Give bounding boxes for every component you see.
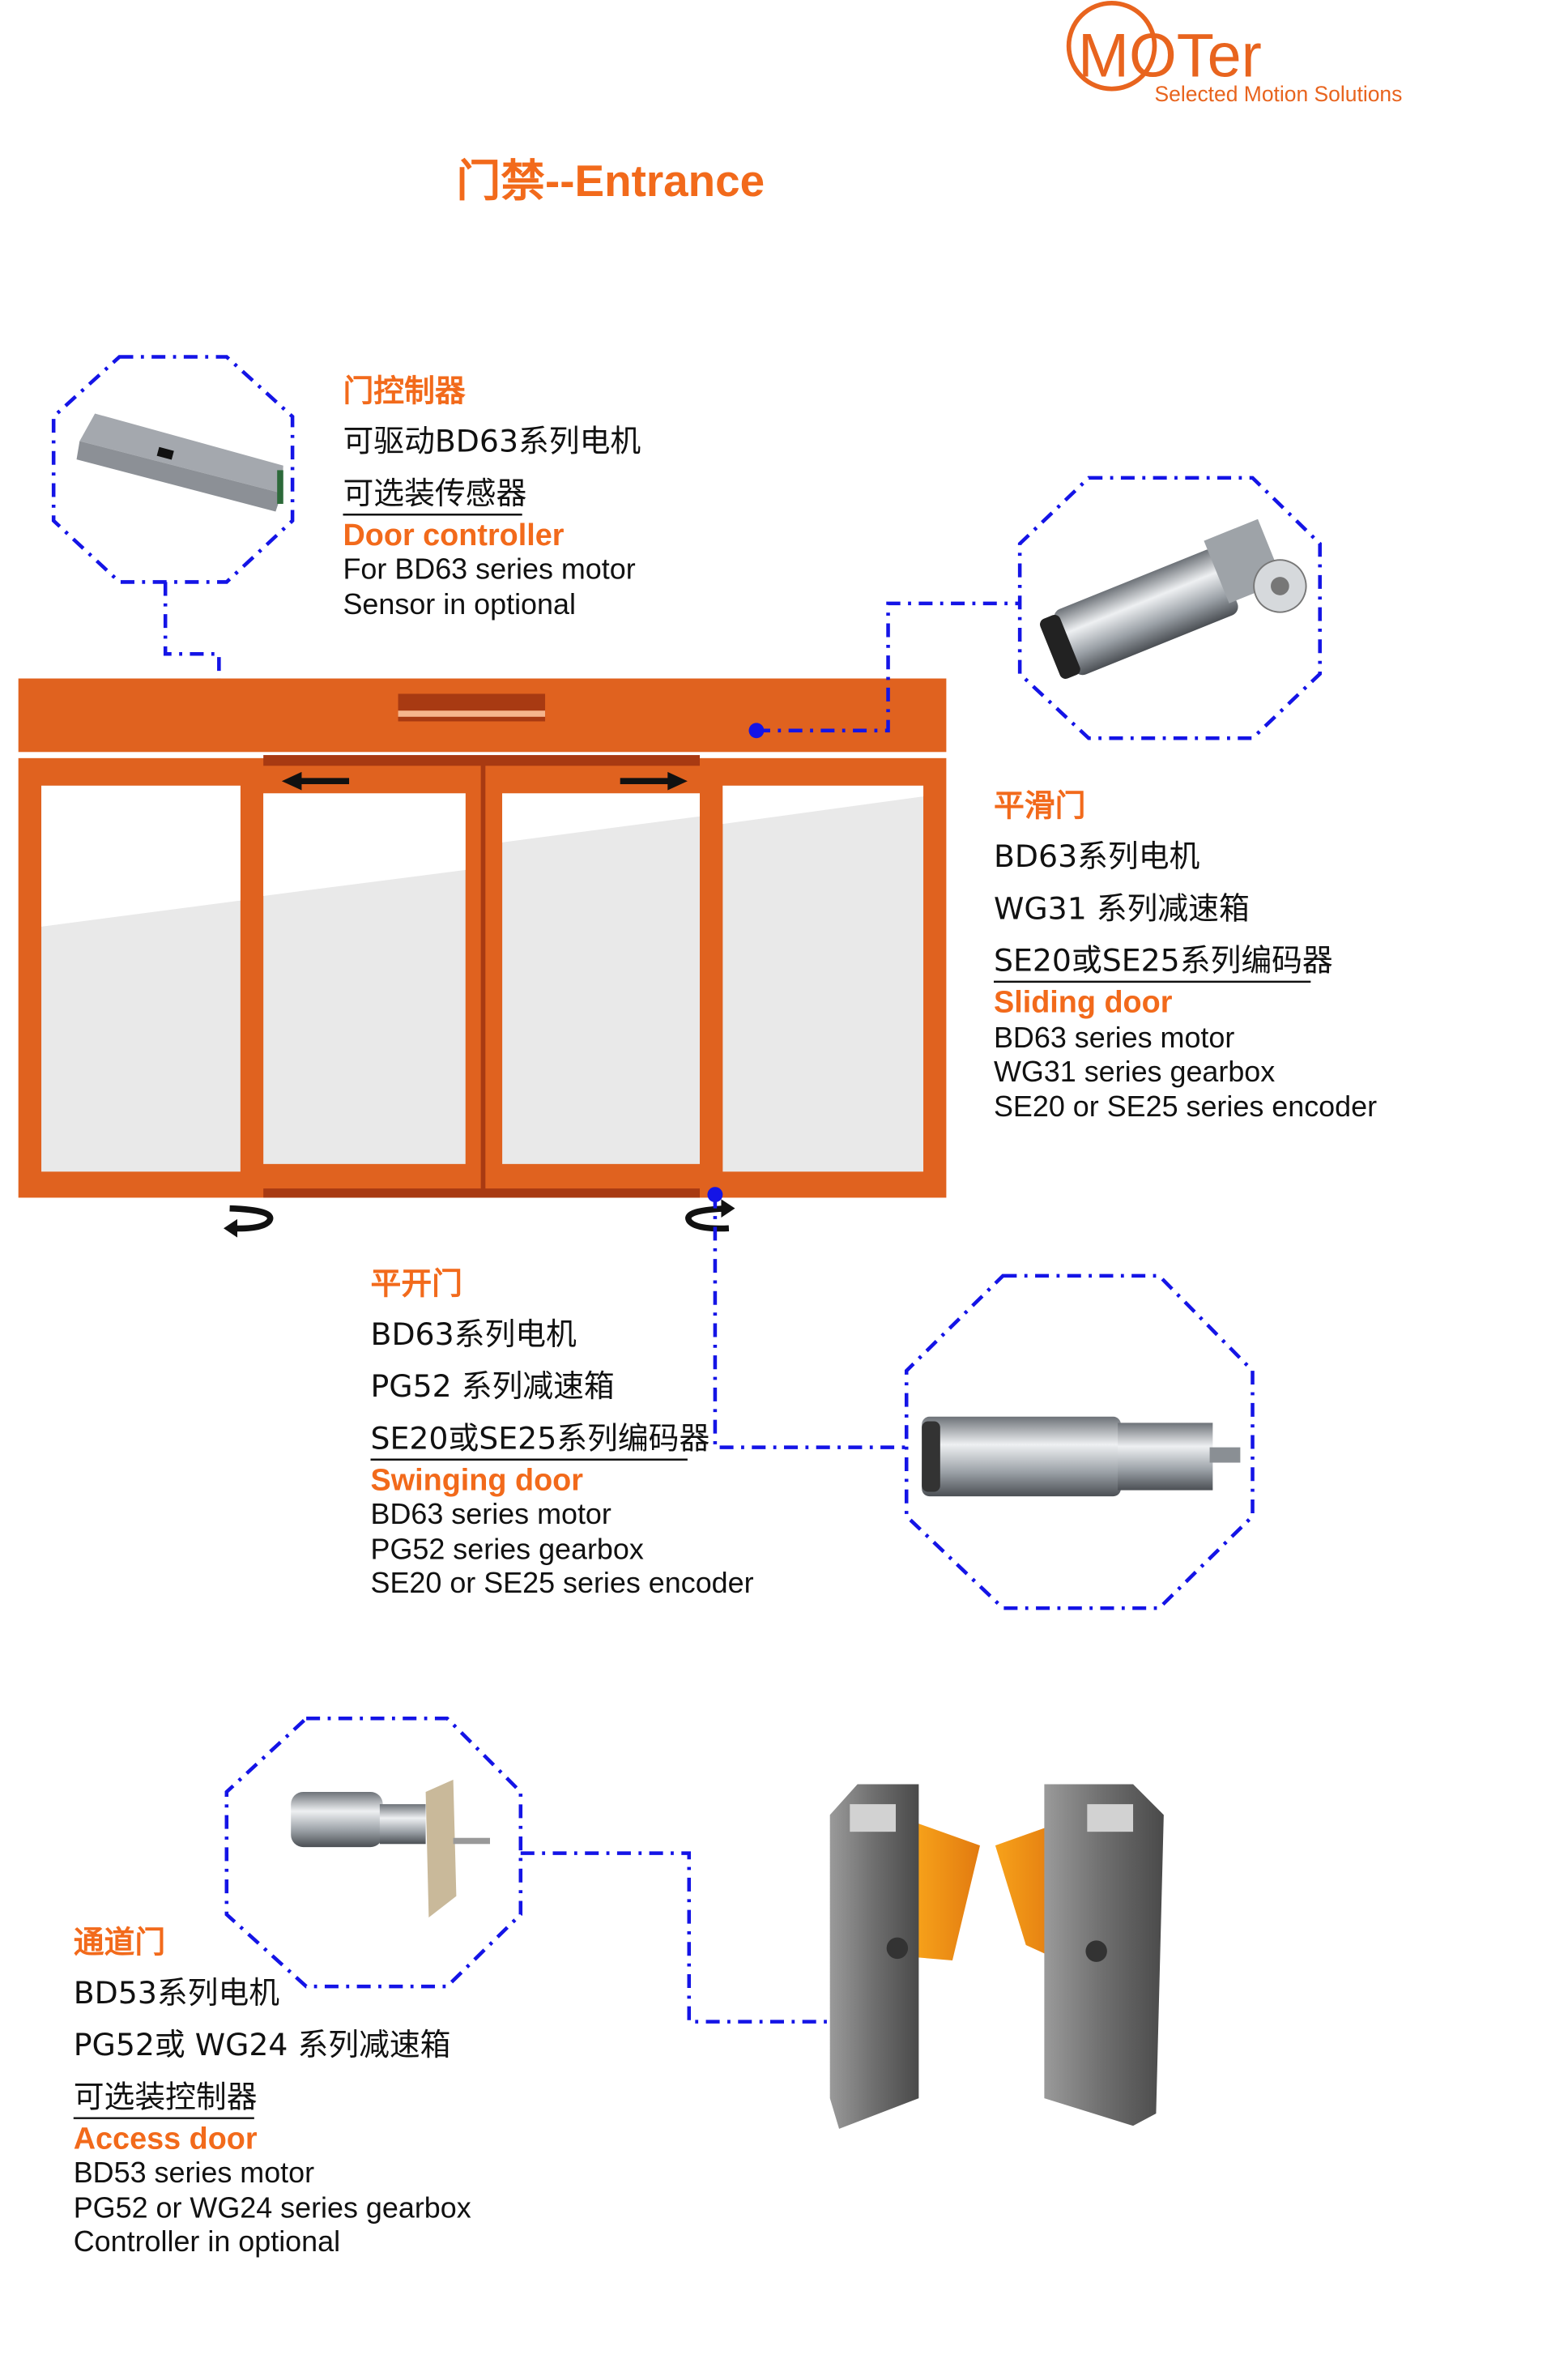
access-door-text: 通道门 BD53系列电机 PG52或 WG24 系列减速箱 可选装控制器 Acc…	[74, 1926, 471, 2259]
en-line: WG31 series gearbox	[994, 1055, 1275, 1088]
cn-line: SE20或SE25系列编码器	[371, 1421, 710, 1457]
en-line: BD53 series motor	[74, 2156, 314, 2189]
access-motor-image	[291, 1779, 490, 1918]
cn-line: BD63系列电机	[371, 1316, 577, 1352]
glass-panel	[722, 785, 924, 1172]
cn-line: 可驱动BD63系列电机	[343, 424, 641, 459]
controller-connector	[163, 582, 221, 723]
swinging-motor-callout	[904, 1273, 1255, 1610]
glass-panel	[41, 785, 241, 1172]
arrow-right-icon	[620, 771, 688, 791]
connector-dot	[748, 723, 765, 739]
cn-line: BD53系列电机	[74, 1975, 279, 2011]
sliding-connector	[756, 601, 1020, 733]
cn-title: 平开门	[371, 1268, 462, 1302]
cn-line: WG31 系列减速箱	[994, 890, 1250, 926]
sliding-motor-image	[1040, 518, 1307, 679]
page-title: 门禁--Entrance	[456, 156, 765, 206]
swinging-connector	[713, 1194, 907, 1449]
en-title: Sliding door	[994, 986, 1173, 1020]
arrow-left-icon	[281, 771, 350, 791]
cn-line: SE20或SE25系列编码器	[994, 943, 1333, 979]
en-line: SE20 or SE25 series encoder	[371, 1566, 754, 1599]
cn-line: 可选装传感器	[343, 476, 526, 511]
glass-panel	[502, 793, 701, 1164]
cn-title: 门控制器	[343, 374, 465, 408]
glass-panel	[263, 793, 466, 1164]
turnstile-illustration	[829, 1784, 1164, 2129]
sliding-motor-callout	[1017, 476, 1322, 740]
en-line: BD63 series motor	[994, 1021, 1234, 1054]
en-line: Controller in optional	[74, 2225, 340, 2258]
en-title: Door controller	[343, 518, 564, 552]
logo-brand: MOTer	[1078, 23, 1262, 91]
door-controller-text: 门控制器 可驱动BD63系列电机 可选装传感器 Door controller …	[343, 374, 641, 621]
sliding-door-text: 平滑门 BD63系列电机 WG31 系列减速箱 SE20或SE25系列编码器 S…	[993, 790, 1377, 1123]
sliding-door-illustration	[18, 678, 947, 1238]
rotate-arrow-icon	[685, 1205, 730, 1232]
access-motor-callout	[224, 1716, 523, 1989]
cn-title: 通道门	[74, 1926, 165, 1960]
connector-dot	[707, 1187, 723, 1203]
en-title: Swinging door	[371, 1464, 584, 1498]
cn-title: 平滑门	[994, 790, 1085, 824]
cn-line: 可选装控制器	[74, 2079, 258, 2114]
cn-line: PG52或 WG24 系列减速箱	[74, 2027, 451, 2062]
rotate-arrow-icon	[229, 1205, 274, 1232]
cn-line: BD63系列电机	[994, 838, 1199, 874]
door-controller-callout	[51, 355, 295, 584]
access-connector	[520, 1851, 858, 2024]
en-line: BD63 series motor	[371, 1497, 611, 1530]
en-line: PG52 or WG24 series gearbox	[74, 2191, 471, 2225]
swinging-door-text: 平开门 BD63系列电机 PG52 系列减速箱 SE20或SE25系列编码器 S…	[371, 1268, 754, 1600]
moter-logo: MOTer Selected Motion Solutions	[1066, 0, 1403, 106]
en-line: SE20 or SE25 series encoder	[994, 1090, 1377, 1123]
swinging-motor-image	[922, 1416, 1241, 1497]
logo-tagline: Selected Motion Solutions	[1155, 82, 1403, 106]
en-line: PG52 series gearbox	[371, 1533, 644, 1566]
en-line: Sensor in optional	[343, 587, 575, 621]
cn-line: PG52 系列减速箱	[371, 1368, 615, 1404]
en-title: Access door	[74, 2122, 258, 2156]
en-line: For BD63 series motor	[343, 552, 635, 586]
door-controller-image	[76, 413, 283, 512]
